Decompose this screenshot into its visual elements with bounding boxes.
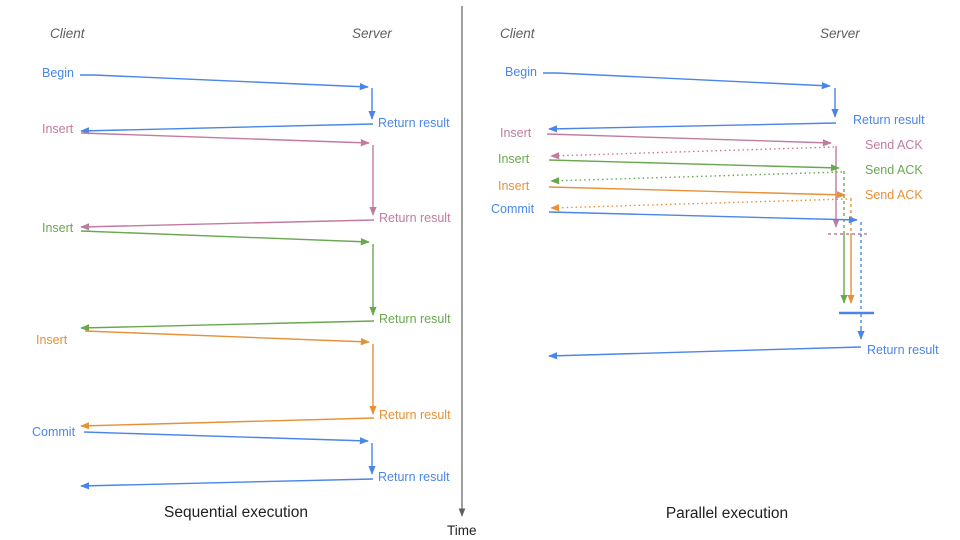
seq-commit-request-arrow [83, 431, 369, 445]
par-begin-label: Begin [505, 65, 537, 79]
seq-begin-request-arrow [80, 74, 369, 91]
seq-insert1-request-arrow [80, 132, 370, 147]
par-insert1-request-arrow [546, 133, 832, 147]
seq-insert1-label: Insert [42, 122, 74, 136]
par-insert3-label: Insert [498, 179, 530, 193]
par-insert2-ack-arrow [550, 171, 843, 185]
par-begin-result-label: Return result [853, 113, 925, 127]
par-insert1-ack-label: Send ACK [865, 138, 923, 152]
par-begin-response-arrow [548, 122, 837, 133]
par-final-result-label: Return result [867, 343, 939, 357]
seq-insert2-label: Insert [42, 221, 74, 235]
time-label: Time [447, 523, 477, 538]
seq-client-label: Client [50, 26, 86, 41]
seq-insert2-result-label: Return result [379, 312, 451, 326]
par-insert2-ack-label: Send ACK [865, 163, 923, 177]
par-client-label: Client [500, 26, 536, 41]
time-axis: Time [447, 6, 477, 538]
par-caption: Parallel execution [666, 505, 788, 522]
par-insert3-request-arrow [548, 186, 846, 199]
seq-begin-response-arrow [80, 123, 374, 135]
seq-commit-result-label: Return result [378, 470, 450, 484]
seq-insert2-response-arrow [80, 320, 375, 332]
par-server-label: Server [820, 26, 860, 41]
par-commit-label: Commit [491, 202, 535, 216]
seq-insert1-response-arrow [80, 219, 375, 231]
par-insert3-ack-arrow [550, 198, 848, 212]
seq-commit-response-arrow [80, 478, 374, 490]
par-insert1-ack-arrow [550, 146, 835, 160]
seq-begin-label: Begin [42, 66, 74, 80]
seq-server-label: Server [352, 26, 392, 41]
par-commit-request-arrow [548, 211, 858, 224]
seq-insert3-response-arrow [80, 417, 375, 430]
seq-insert3-result-label: Return result [379, 408, 451, 422]
seq-insert2-request-arrow [80, 230, 370, 246]
seq-commit-label: Commit [32, 425, 76, 439]
seq-caption: Sequential execution [164, 504, 308, 521]
parallel-panel: Client Server Begin Return result Insert… [491, 26, 939, 522]
par-insert1-label: Insert [500, 126, 532, 140]
seq-insert3-label: Insert [36, 333, 68, 347]
seq-insert1-result-label: Return result [379, 211, 451, 225]
seq-insert3-request-arrow [84, 330, 370, 346]
par-begin-request-arrow [543, 72, 831, 90]
par-final-response-arrow [548, 346, 862, 360]
par-insert3-ack-label: Send ACK [865, 188, 923, 202]
par-insert2-label: Insert [498, 152, 530, 166]
seq-begin-result-label: Return result [378, 116, 450, 130]
par-insert2-request-arrow [548, 159, 840, 172]
sequential-panel: Client Server Begin Return result Insert… [32, 26, 451, 521]
